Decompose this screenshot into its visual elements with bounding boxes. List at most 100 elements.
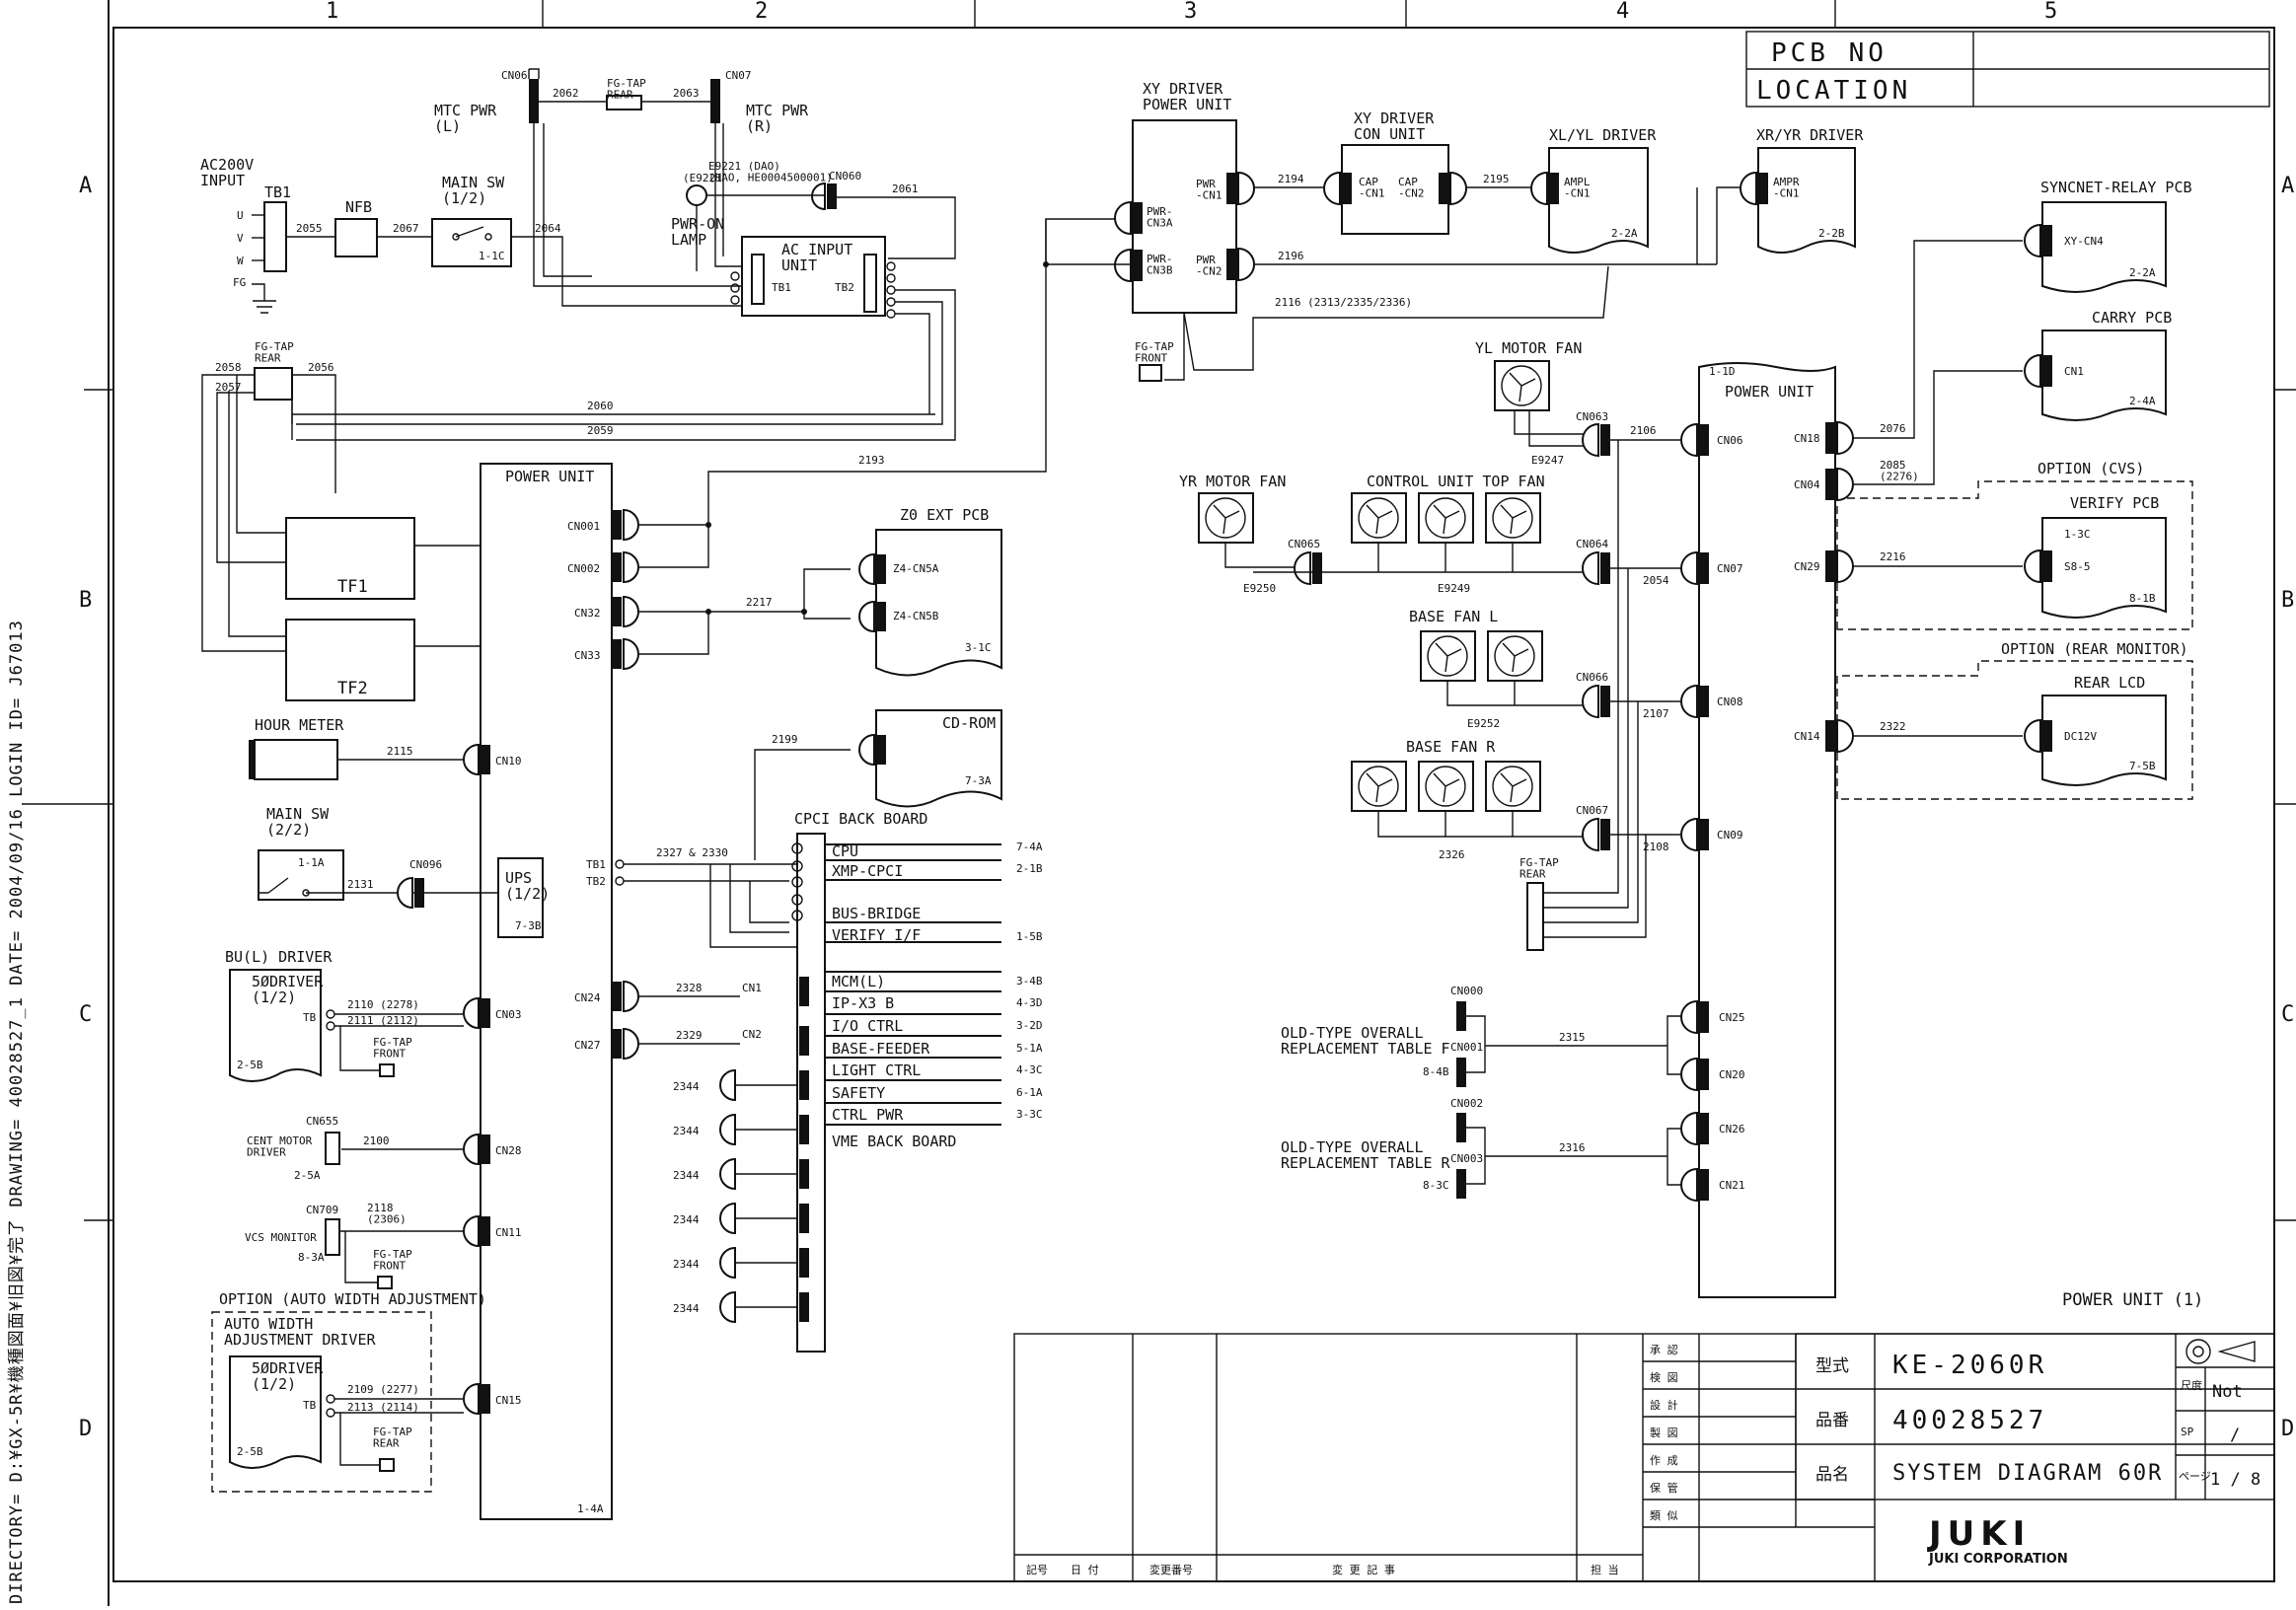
auto-width-option-title: OPTION (AUTO WIDTH ADJUSTMENT) [219, 1290, 486, 1308]
svg-text:CN15: CN15 [495, 1394, 522, 1407]
cn11-connector: CN11 [463, 1214, 522, 1248]
cn10-connector: CN10 [463, 743, 522, 776]
svg-text:CN21: CN21 [1719, 1179, 1745, 1192]
svg-text:保 管: 保 管 [1650, 1481, 1678, 1495]
wire-2067: 2067 [393, 222, 419, 235]
base-fan-l-icon [1487, 630, 1543, 682]
svg-text:I/O CTRL: I/O CTRL [832, 1017, 903, 1035]
cn25-right: CN25 [1680, 999, 1745, 1035]
cn27-connector: CN27 [574, 1027, 639, 1061]
syncnet-title: SYNCNET-RELAY PCB [2040, 179, 2192, 196]
pwr-cn3a: PWR-CN3A [1147, 205, 1173, 230]
yl-fan-label: YL MOTOR FAN [1475, 339, 1582, 357]
svg-text:CN26: CN26 [1719, 1123, 1745, 1135]
wire-2195: 2195 [1483, 173, 1510, 185]
wire-2110: 2110 (2278) [347, 998, 419, 1011]
wire-2118: 2118(2306) [367, 1202, 407, 1226]
top-fan-icon [1351, 492, 1407, 544]
juki-logo: JUKI JUKI CORPORATION [1927, 1514, 2068, 1567]
row-label: D [2281, 1417, 2294, 1441]
xy-cn4: XY-CN4 [2064, 235, 2104, 248]
xr-driver-ref: 2-2B [1818, 227, 1845, 240]
svg-text:CN33: CN33 [574, 649, 601, 662]
base-fan-r-icon [1485, 761, 1541, 812]
yl-fan-icon [1494, 360, 1550, 411]
pwr-cn3b: PWR-CN3B [1147, 253, 1173, 277]
svg-text:CN27: CN27 [574, 1039, 601, 1052]
left-wiring: 2193 2217 2115 2131 2327 & 2330 2328 232… [337, 218, 1133, 1150]
svg-text:CN28: CN28 [495, 1144, 522, 1157]
xr-driver-title: XR/YR DRIVER [1756, 126, 1864, 144]
svg-text:MCM(L): MCM(L) [832, 973, 885, 990]
grid-labels: 1 2 3 4 5 A B C D A B C D [79, 0, 2294, 1441]
verify-pcb-title: VERIFY PCB [2070, 494, 2159, 512]
wire-2059: 2059 [587, 424, 614, 437]
vme-rows: MCM(L) 3-4B IP-X3 B 4-3D I/O CTRL 3-2D B… [825, 971, 1043, 1126]
ups: UPS(1/2) 7-3B [497, 857, 550, 938]
svg-text:作 成: 作 成 [1650, 1454, 1678, 1467]
cn04-right: CN04 [1794, 467, 1854, 502]
xl-yl-driver: XL/YL DRIVER AMPL-CN1 2-2A [1530, 126, 1657, 254]
row-label: D [79, 1417, 92, 1441]
cn28-connector: CN28 [463, 1133, 522, 1166]
wire-2064: 2064 [535, 222, 561, 235]
svg-text:CN067: CN067 [1576, 804, 1608, 817]
wire-2322: 2322 [1880, 720, 1906, 733]
svg-text:4-3C: 4-3C [1016, 1063, 1043, 1076]
e9247-label: E9247 [1531, 454, 1564, 467]
cn14-right: CN14 [1794, 718, 1854, 754]
cent-motor-ref: 2-5A [294, 1169, 321, 1182]
svg-text:7-4A: 7-4A [1016, 841, 1043, 853]
tb1-terminal: TB1 [586, 858, 625, 871]
col-label: 4 [1616, 0, 1629, 24]
svg-text:CN06: CN06 [1717, 434, 1743, 447]
mtc-pwr-l: MTC PWR(L) [434, 102, 497, 135]
carry-title: CARRY PCB [2092, 309, 2172, 327]
z4-cn5a: Z4-CN5A [893, 562, 939, 575]
wire-2055: 2055 [296, 222, 323, 235]
svg-text:1-5B: 1-5B [1016, 930, 1043, 943]
auto-width-inner: 5ØDRIVER(1/2) [252, 1359, 324, 1393]
part-value: 40028527 [1892, 1406, 2047, 1435]
cpci-title: CPCI BACK BOARD [794, 810, 927, 828]
ups-title: UPS(1/2) [505, 869, 550, 903]
wire-2326: 2326 [1439, 848, 1465, 861]
cn06-label: CN06 [501, 69, 528, 82]
row-label: C [79, 1002, 92, 1027]
tb2-terminal: TB2 [586, 875, 625, 888]
svg-text:2344: 2344 [673, 1258, 700, 1271]
svg-text:CN07: CN07 [1717, 562, 1743, 575]
xl-driver-title: XL/YL DRIVER [1549, 126, 1657, 144]
row-label: C [2281, 1002, 2294, 1027]
row-label: A [79, 174, 92, 198]
syncnet-relay-pcb: SYNCNET-RELAY PCB XY-CN4 2-2A [2024, 179, 2192, 293]
svg-text:BASE-FEEDER: BASE-FEEDER [832, 1040, 930, 1058]
base-fan-r-label: BASE FAN R [1406, 738, 1496, 756]
svg-text:2344: 2344 [673, 1302, 700, 1315]
cn26-right: CN26 [1680, 1111, 1745, 1146]
bu-driver-ref: 2-5B [237, 1059, 263, 1071]
svg-text:類 似: 類 似 [1650, 1509, 1678, 1522]
cn067-connector: CN067 [1576, 804, 1610, 852]
old-table-f-ref: 8-4B [1423, 1065, 1449, 1078]
power-unit-right: 1-1D POWER UNIT CN06 CN07 CN08 CN09 CN25… [1680, 240, 2023, 1298]
svg-text:CN065: CN065 [1288, 538, 1320, 550]
wire-2085: 2085(2276) [1880, 459, 1919, 483]
z0-ext-title: Z0 EXT PCB [900, 506, 989, 524]
option-cvs: OPTION (CVS) VERIFY PCB 1-3C S8-5 8-1B [1836, 460, 2193, 630]
ups-ref: 7-3B [515, 919, 542, 932]
old-table-r-ref: 8-3C [1423, 1179, 1449, 1192]
option-rear-monitor: OPTION (REAR MONITOR) REAR LCD DC12V 7-5… [1836, 640, 2193, 800]
yr-fan-icon [1198, 492, 1254, 544]
